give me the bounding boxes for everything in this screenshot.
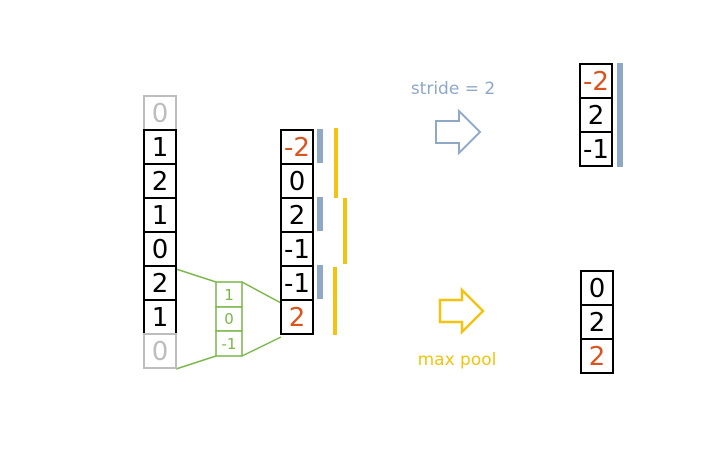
- kernel-connector-line: [241, 336, 282, 357]
- kernel-cell: 1: [215, 281, 243, 308]
- output-cell: -1: [280, 231, 314, 267]
- input-cell: 0: [143, 95, 177, 131]
- input-cell-value: 0: [152, 337, 169, 367]
- output-cell: -2: [280, 129, 314, 165]
- kernel-connector-line: [175, 268, 217, 283]
- stride-arrow-icon: [435, 108, 482, 156]
- kernel-cell: 0: [215, 306, 243, 332]
- kernel-cell: -1: [215, 330, 243, 357]
- kernel-cell-value: 0: [224, 310, 234, 328]
- conv-output-column: -2 0 2 -1 -1 2: [280, 129, 314, 335]
- stride-output-value: 2: [588, 101, 605, 131]
- input-cell-value: 1: [152, 201, 169, 231]
- kernel-connector-line: [175, 355, 217, 370]
- output-cell-value: 2: [289, 303, 306, 333]
- maxpool-window-marker: [343, 198, 347, 264]
- input-cell: 2: [143, 163, 177, 199]
- input-cell-value: 0: [152, 99, 169, 129]
- input-cell: 0: [143, 231, 177, 267]
- kernel-column: 1 0 -1: [215, 281, 243, 357]
- input-cell: 1: [143, 197, 177, 233]
- stride-output-cell: -2: [579, 63, 613, 99]
- stride-output-cell: -1: [579, 131, 613, 167]
- input-column: 0 1 2 1 0 2 1 0: [143, 95, 177, 369]
- stride-output-value: -1: [583, 135, 609, 165]
- maxpool-output-cell: 2: [580, 304, 614, 340]
- stride-marker: [317, 197, 323, 231]
- maxpool-output-cell: 0: [580, 270, 614, 306]
- output-cell-value: -1: [284, 235, 310, 265]
- input-cell-value: 1: [152, 133, 169, 163]
- maxpool-output-column: 0 2 2: [580, 270, 614, 374]
- stride-output-column: -2 2 -1: [579, 63, 613, 167]
- output-cell-value: 0: [289, 167, 306, 197]
- maxpool-output-value: 2: [589, 342, 606, 372]
- kernel-connector-line: [241, 281, 282, 304]
- stride-marker: [317, 129, 323, 163]
- maxpool-window-marker: [334, 128, 338, 198]
- kernel-cell-value: -1: [222, 335, 237, 353]
- maxpool-output-value: 0: [589, 274, 606, 304]
- output-cell: -1: [280, 265, 314, 301]
- stride-marker: [317, 265, 323, 299]
- maxpool-label: max pool: [418, 350, 497, 370]
- output-cell: 0: [280, 163, 314, 199]
- stride-output-cell: 2: [579, 97, 613, 133]
- output-cell: 2: [280, 197, 314, 233]
- output-cell-value: 2: [289, 201, 306, 231]
- input-cell: 0: [143, 333, 177, 369]
- output-cell-value: -2: [284, 133, 310, 163]
- maxpool-output-cell: 2: [580, 338, 614, 374]
- kernel-cell-value: 1: [224, 286, 234, 304]
- maxpool-output-value: 2: [589, 308, 606, 338]
- stride-output-value: -2: [583, 67, 609, 97]
- input-cell: 1: [143, 129, 177, 165]
- input-cell: 1: [143, 299, 177, 335]
- input-cell: 2: [143, 265, 177, 301]
- output-cell-value: -1: [284, 269, 310, 299]
- input-cell-value: 1: [152, 303, 169, 333]
- input-cell-value: 2: [152, 167, 169, 197]
- stride-label: stride = 2: [411, 79, 495, 99]
- stride-output-marker: [617, 63, 623, 167]
- maxpool-window-marker: [333, 267, 337, 335]
- maxpool-arrow-icon: [438, 286, 485, 336]
- input-cell-value: 2: [152, 269, 169, 299]
- input-cell-value: 0: [152, 235, 169, 265]
- output-cell: 2: [280, 299, 314, 335]
